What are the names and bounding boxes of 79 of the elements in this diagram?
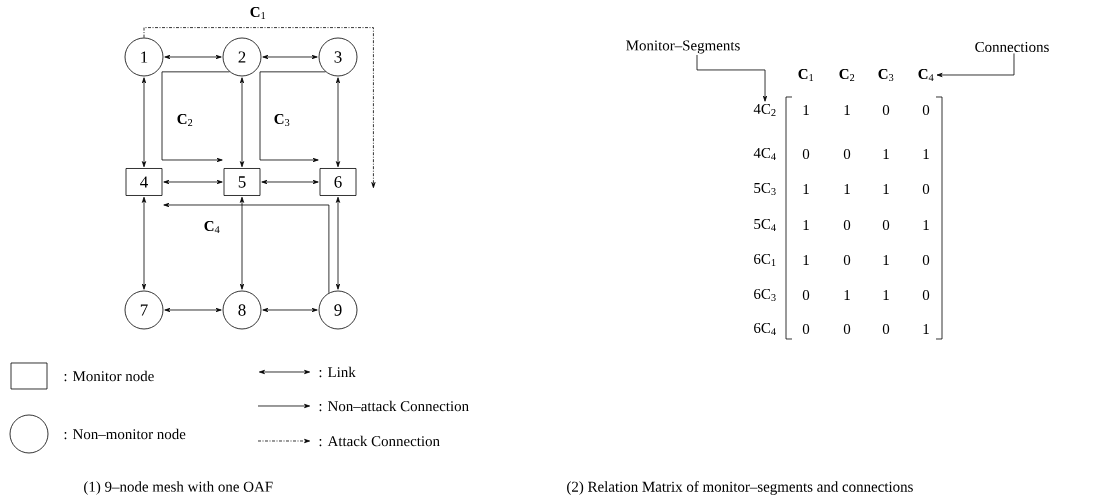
link-arrow xyxy=(335,77,341,168)
legend-text: : Non–attack Connection xyxy=(319,400,469,412)
leader-text: Connections xyxy=(975,42,1049,52)
matrix-cell: 0 xyxy=(843,323,851,335)
link-arrow xyxy=(141,196,147,290)
matrix-cell: 1 xyxy=(844,105,850,115)
matrix-cell: 1 xyxy=(883,290,889,300)
monitor-node: 6 xyxy=(319,168,357,196)
row-label: 5C$_{3}$ xyxy=(754,182,776,196)
monitor-node: 5 xyxy=(223,168,261,196)
link-arrow xyxy=(239,196,245,290)
network-node: 7 xyxy=(124,290,164,330)
edge-label: C$_{1}$ xyxy=(250,7,266,19)
network-node: 2 xyxy=(222,37,262,77)
row-label: 4C$_{2}$ xyxy=(753,104,776,116)
monitor-node: 4 xyxy=(125,168,163,196)
edge-label: C$_{2}$ xyxy=(177,114,193,126)
matrix-cell: 1 xyxy=(883,149,889,159)
network-node: 3 xyxy=(318,37,358,77)
link-arrow xyxy=(335,196,341,290)
matrix-cell: 1 xyxy=(803,105,809,115)
link-arrow xyxy=(164,54,222,60)
column-header: C$_{4}$ xyxy=(918,69,934,81)
link-arrow xyxy=(163,179,223,185)
matrix-cell: 1 xyxy=(803,184,809,194)
matrix-cell: 0 xyxy=(802,289,810,301)
row-label: 6C$_{3}$ xyxy=(754,288,776,302)
link-arrow xyxy=(141,77,147,168)
network-node: 8 xyxy=(222,290,262,330)
link-arrow xyxy=(239,77,245,168)
matrix-cell: 1 xyxy=(923,220,929,230)
matrix-cell: 0 xyxy=(922,104,930,116)
connection-arrow xyxy=(696,54,768,102)
edge-label: C$_{4}$ xyxy=(204,220,220,233)
column-header: C$_{2}$ xyxy=(839,69,855,81)
link-arrow xyxy=(262,307,318,313)
column-header: C$_{3}$ xyxy=(878,68,894,82)
matrix-cell: 1 xyxy=(923,324,929,334)
network-node: 1 xyxy=(124,37,164,77)
connection-arrow xyxy=(163,202,330,294)
link-arrow xyxy=(164,307,222,313)
connection-arrow xyxy=(143,27,376,189)
network-node: 9 xyxy=(318,290,358,330)
matrix-cell: 1 xyxy=(844,290,850,300)
row-label: 5C$_{4}$ xyxy=(754,218,776,231)
caption: (2) Relation Matrix of monitor–segments and connections xyxy=(567,481,913,495)
leader-text: Monitor–Segments xyxy=(626,40,740,54)
matrix-cell: 1 xyxy=(844,184,850,194)
column-header: C$_{1}$ xyxy=(798,69,814,81)
edge-label: C$_{3}$ xyxy=(274,113,290,127)
matrix-cell: 0 xyxy=(843,254,851,266)
connection-arrow xyxy=(161,71,230,163)
link-arrow xyxy=(261,179,319,185)
row-label: 6C$_{1}$ xyxy=(754,253,776,266)
caption: (1) 9–node mesh with one OAF xyxy=(84,481,273,495)
matrix-cell: 0 xyxy=(882,219,890,231)
matrix-cell: 0 xyxy=(843,148,851,160)
legend-text: : Monitor node xyxy=(64,370,154,382)
legend-text: : Non–monitor node xyxy=(64,428,186,440)
row-label: 4C$_{4}$ xyxy=(753,148,776,160)
matrix-cell: 0 xyxy=(843,219,851,231)
connection-arrow xyxy=(936,53,1015,78)
matrix-cell: 0 xyxy=(802,148,810,160)
matrix-cell: 1 xyxy=(803,255,809,265)
matrix-cell: 0 xyxy=(882,323,890,335)
link-arrow xyxy=(262,54,318,60)
legend-text: : Link xyxy=(319,366,356,378)
connection-arrow xyxy=(259,71,326,163)
row-label: 6C$_{4}$ xyxy=(754,322,776,335)
matrix-cell: 0 xyxy=(882,104,890,116)
matrix-cell: 0 xyxy=(802,323,810,335)
matrix-cell: 0 xyxy=(922,254,930,266)
matrix-cell: 1 xyxy=(883,255,889,265)
matrix-cell: 1 xyxy=(803,220,809,230)
matrix-cell: 1 xyxy=(883,184,889,194)
matrix-cell: 0 xyxy=(922,183,930,195)
legend-text: : Attack Connection xyxy=(319,435,440,447)
matrix-cell: 0 xyxy=(922,289,930,301)
matrix-cell: 1 xyxy=(923,149,929,159)
